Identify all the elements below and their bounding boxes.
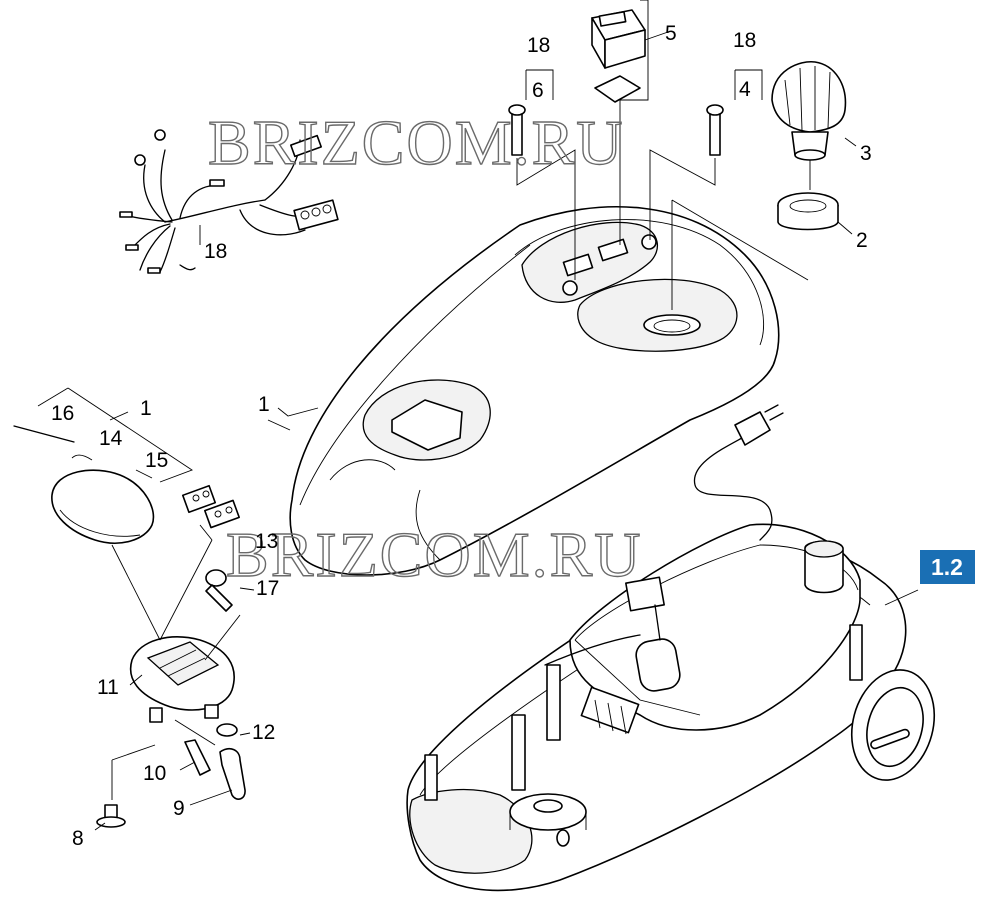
callout-1-side: 1	[258, 393, 270, 416]
callout-13: 13	[255, 530, 278, 553]
callout-4: 4	[739, 78, 751, 101]
small-parts	[13, 425, 246, 828]
callout-8: 8	[72, 827, 84, 850]
indicator-lamps	[508, 104, 724, 156]
watermark-middle: BRIZCOM.RU	[226, 519, 643, 590]
callout-18-harness: 18	[204, 240, 227, 263]
callout-1-top: 1	[140, 397, 152, 420]
callout-16: 16	[51, 402, 74, 425]
callout-17: 17	[256, 577, 279, 600]
callout-10: 10	[143, 762, 166, 785]
filler-cap-and-ring	[771, 60, 847, 231]
assembly-badge: 1.2	[920, 550, 975, 584]
callout-11: 11	[97, 676, 119, 699]
switch-part	[591, 9, 646, 103]
badge-box	[920, 550, 975, 584]
callout-15: 15	[145, 449, 168, 472]
base-unit	[406, 523, 936, 892]
wiring-harness	[119, 129, 339, 274]
callout-5: 5	[665, 22, 677, 45]
callout-3: 3	[860, 142, 872, 165]
callout-6: 6	[532, 79, 544, 102]
callout-2: 2	[856, 229, 868, 252]
callout-14: 14	[99, 427, 123, 450]
power-cord	[693, 404, 784, 541]
leader-lines	[37, 0, 919, 831]
callout-18-left: 18	[527, 34, 550, 57]
callout-9: 9	[173, 797, 185, 820]
watermark-top: BRIZCOM.RU	[208, 107, 625, 178]
callout-18-right: 18	[733, 29, 756, 52]
badge-label: 1.2	[931, 554, 963, 580]
housing-cover	[289, 206, 780, 576]
callout-12: 12	[252, 721, 275, 744]
